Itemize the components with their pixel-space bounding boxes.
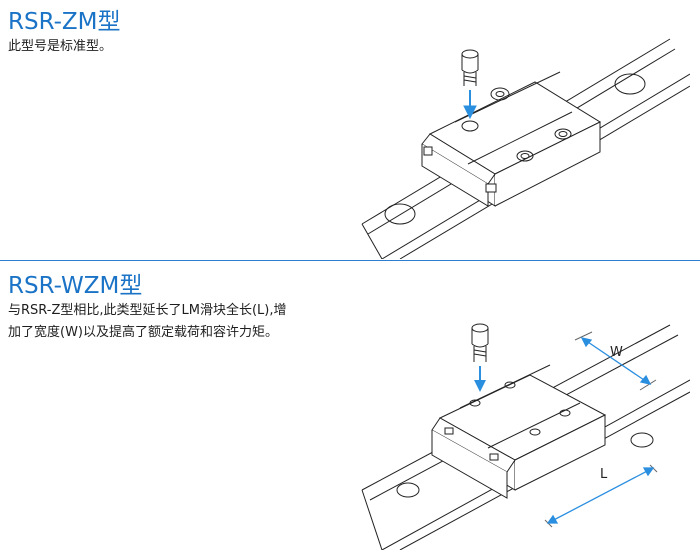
- width-dimension-label: W: [610, 345, 623, 360]
- section-divider: [0, 260, 700, 261]
- section-title: RSR-ZM型: [8, 9, 121, 35]
- rsr-zm-illustration: [361, 38, 690, 259]
- section-rsr-zm: RSR-ZM型 此型号是标准型。: [0, 0, 700, 262]
- section-description: 此型号是标准型。: [8, 39, 113, 54]
- section-rsr-wzm: RSR-WZM型 与RSR-Z型相比,此类型延长了LM滑块全长(L),增 加了宽…: [0, 262, 700, 554]
- section-description: 与RSR-Z型相比,此类型延长了LM滑块全长(L),增 加了宽度(W)以及提高了…: [8, 303, 287, 340]
- length-dimension-label: L: [600, 467, 608, 482]
- section-title: RSR-WZM型: [8, 273, 143, 299]
- rsr-wzm-illustration: W L: [361, 323, 690, 550]
